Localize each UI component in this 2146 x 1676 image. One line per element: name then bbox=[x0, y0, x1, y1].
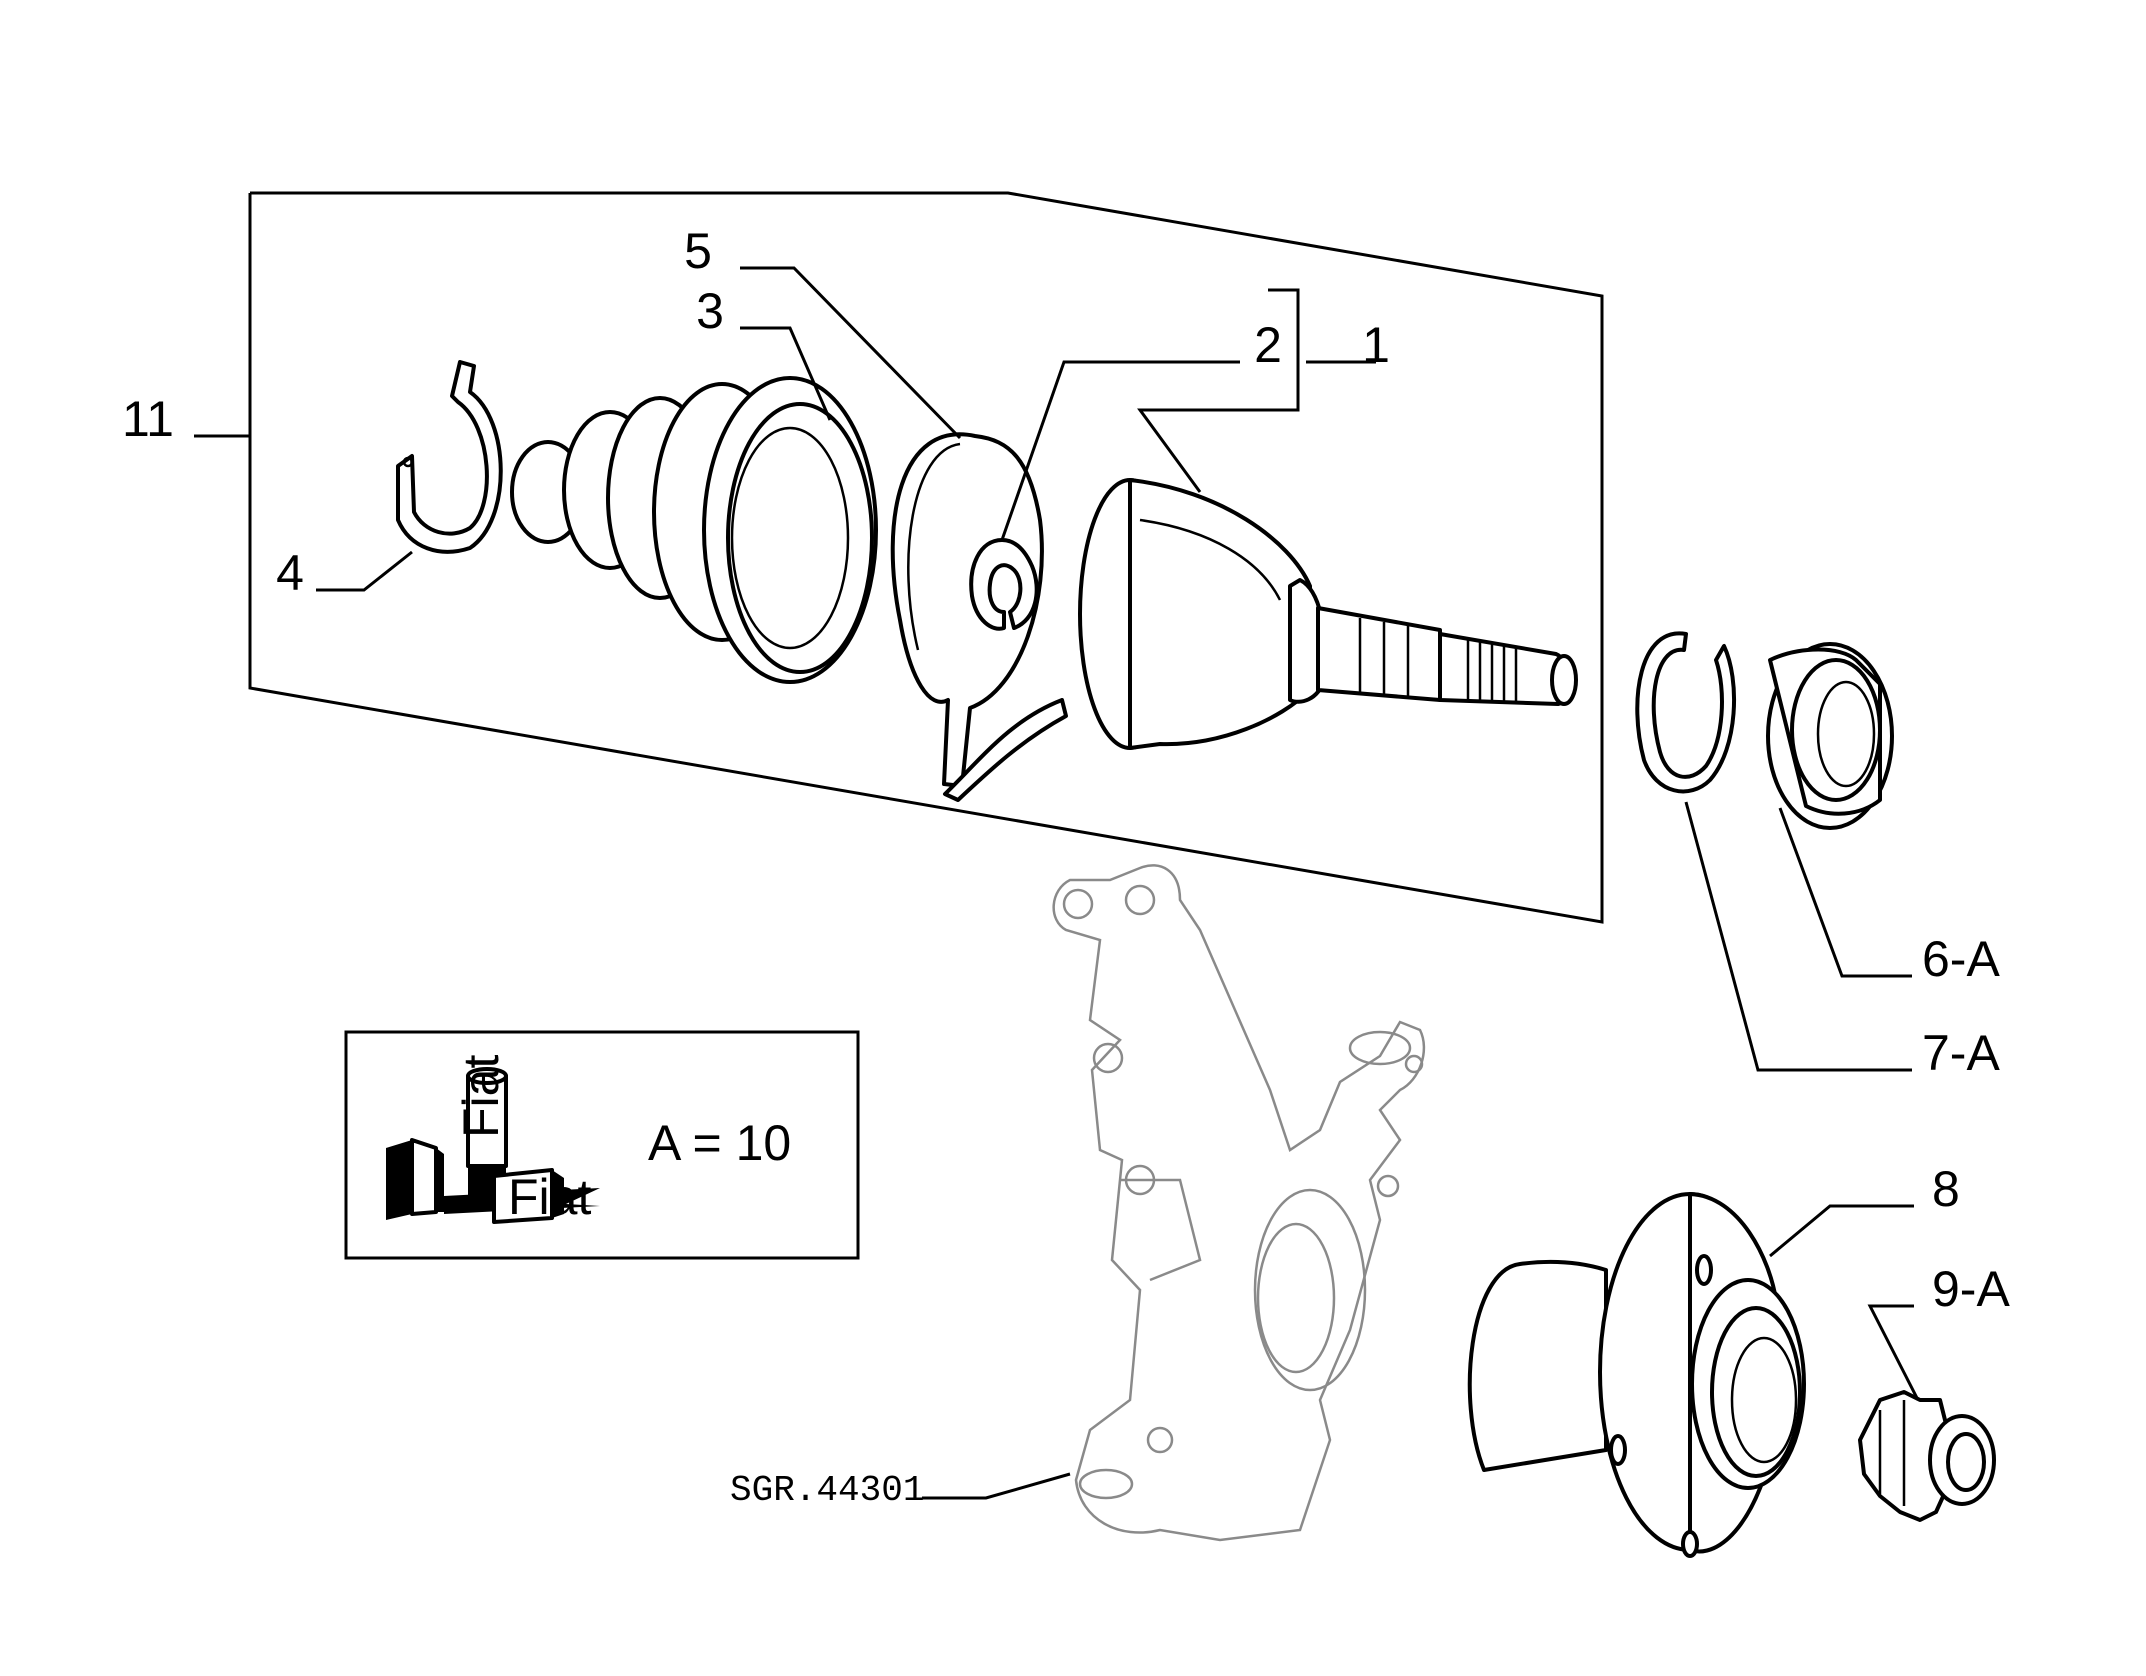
callout-1: 1 bbox=[1362, 317, 1390, 373]
legend-frame bbox=[344, 1030, 860, 1260]
leader-4 bbox=[316, 550, 413, 592]
leader-9 bbox=[1867, 1304, 1920, 1401]
part-2-circlip bbox=[969, 538, 1039, 631]
bracket-1 bbox=[1137, 288, 1300, 493]
callout-9: 9-A bbox=[1932, 1261, 2010, 1317]
callout-6: 6-A bbox=[1922, 931, 2000, 987]
part-3-inner-boot bbox=[510, 376, 878, 684]
lubricant-legend: Fiat Fiat A = 10 bbox=[344, 1030, 860, 1260]
callout-8: 8 bbox=[1932, 1161, 1960, 1217]
callout-3: 3 bbox=[696, 283, 724, 339]
leader-8 bbox=[1769, 1204, 1914, 1258]
part-7-snap-ring bbox=[1635, 631, 1737, 794]
callout-7: 7-A bbox=[1922, 1025, 2000, 1081]
steering-knuckle bbox=[1052, 864, 1426, 1542]
leader-3 bbox=[740, 326, 832, 421]
drawing-code: SGR.44301 bbox=[730, 1470, 924, 1511]
leader-7 bbox=[1684, 801, 1912, 1072]
lubricant-can-icon: Fiat Fiat bbox=[386, 1055, 600, 1225]
part-6-bearing bbox=[1766, 642, 1894, 830]
leader-2 bbox=[1000, 360, 1240, 541]
callout-4: 4 bbox=[276, 545, 304, 601]
part-9-hub-nut bbox=[1858, 1390, 1996, 1522]
part-1-outer-cv-joint bbox=[1078, 478, 1578, 750]
box-lettering: Fiat bbox=[508, 1169, 591, 1225]
callout-2: 2 bbox=[1254, 317, 1282, 373]
part-8-wheel-hub bbox=[1467, 1192, 1806, 1558]
callout-11: 11 bbox=[122, 391, 174, 447]
leader-6 bbox=[1778, 807, 1912, 978]
leader-code bbox=[922, 1472, 1071, 1500]
legend-text: A = 10 bbox=[648, 1115, 791, 1171]
callout-5: 5 bbox=[684, 223, 712, 279]
part-5-band-clamp bbox=[890, 432, 1068, 802]
part-4-clamp-clip bbox=[396, 360, 503, 554]
can-lettering: Fiat bbox=[453, 1055, 509, 1138]
leader-5 bbox=[740, 266, 962, 440]
kit-boundary-box bbox=[248, 191, 1604, 924]
